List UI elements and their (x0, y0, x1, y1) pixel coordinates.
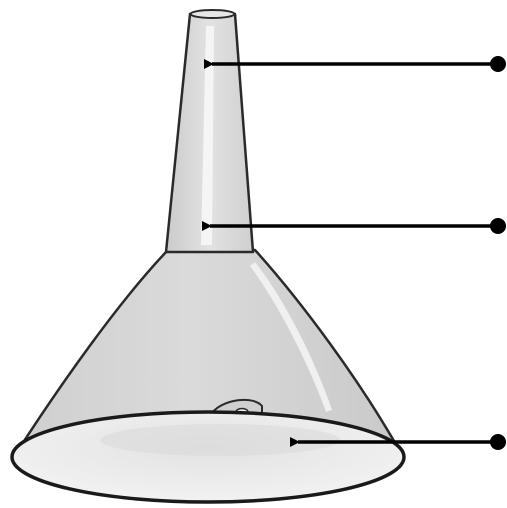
pointer-dot-2 (490, 218, 506, 234)
funnel-rim-inner-shade (100, 424, 340, 456)
stem-top-opening (191, 10, 235, 18)
pointer-dot-1 (490, 56, 506, 72)
pointer-dot-3 (490, 434, 506, 450)
